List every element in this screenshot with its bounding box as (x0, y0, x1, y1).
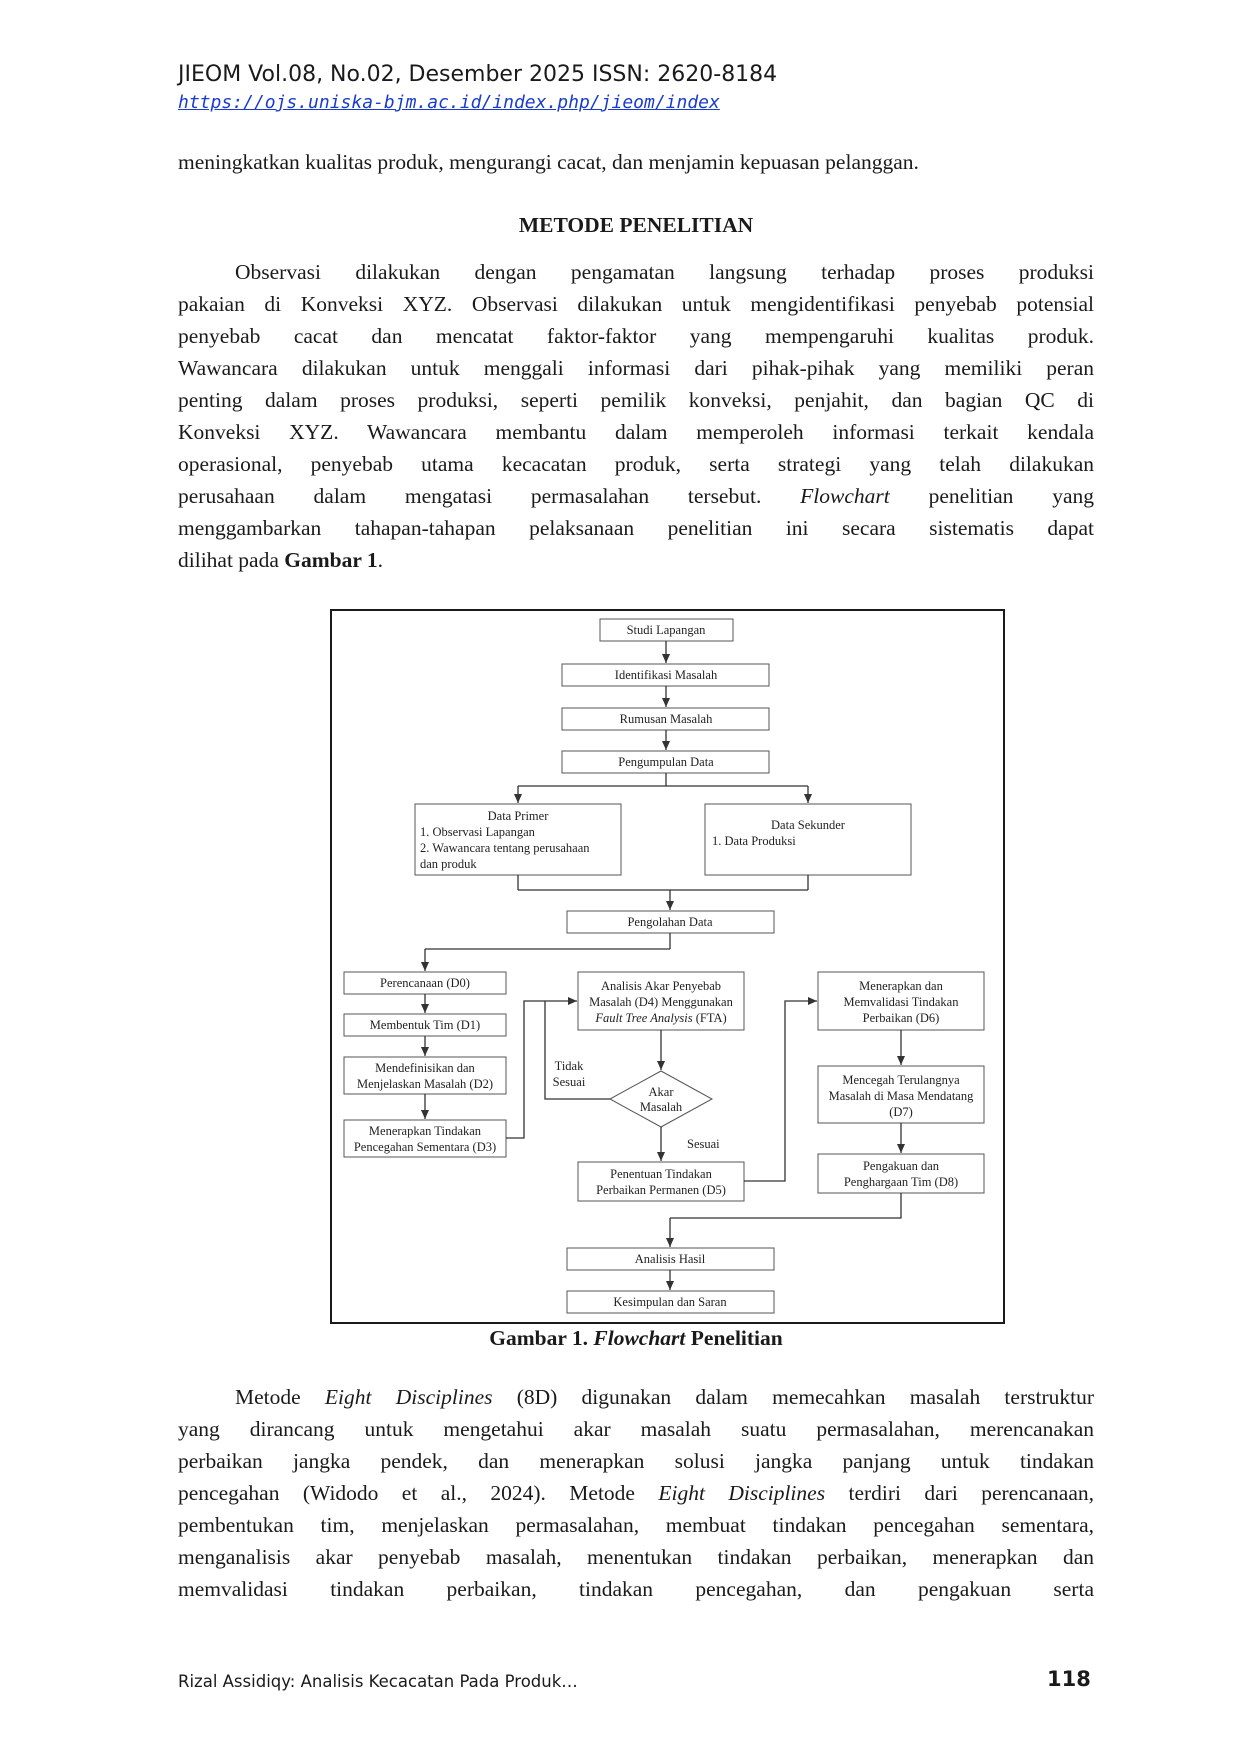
para-text: (8D) digunakan dalam memecahkan masalah … (516, 1385, 1094, 1409)
flowchart-term: Flowchart (800, 484, 890, 508)
para-line: pencegahan (Widodo et al., 2024). Metode… (178, 1477, 1094, 1509)
fc-akar: Masalah (640, 1100, 683, 1114)
d7-box (817, 1065, 985, 1124)
fc-d0: Perencanaan (D0) (380, 976, 470, 990)
fc-d8: Pengakuan dan (863, 1159, 940, 1173)
para-text: terdiri dari perencanaan, (848, 1481, 1094, 1505)
fc-d2: Mendefinisikan dan (375, 1061, 475, 1075)
fc-d4-fta-rest: (FTA) (693, 1011, 727, 1025)
fc-d1: Membentuk Tim (D1) (370, 1018, 480, 1032)
para-line: pembentukan tim, menjelaskan permasalaha… (178, 1513, 1094, 1537)
d6-box (817, 971, 985, 1031)
fc-sesuai: Sesuai (687, 1137, 720, 1151)
fc-primer-item: 2. Wawancara tentang perusahaan (420, 841, 590, 855)
section-title: METODE PENELITIAN (518, 213, 754, 237)
fc-d2: Menjelaskan Masalah (D2) (357, 1077, 493, 1091)
fc-tidak: Sesuai (553, 1075, 586, 1089)
footer-author: Rizal Assidiqy: Analisis Kecacatan Pada … (178, 1672, 578, 1691)
fc-analisis-hasil: Analisis Hasil (635, 1252, 706, 1266)
fc-rumusan: Rumusan Masalah (620, 712, 713, 726)
para-line: perusahaan dalam mengatasi permasalahan … (178, 480, 1094, 512)
para-line: penyebab cacat dan mencatat faktor-fakto… (178, 324, 1094, 348)
para-text: dilihat pada (178, 548, 279, 572)
fc-d7: (D7) (889, 1105, 913, 1119)
para-line: perbaikan jangka pendek, dan menerapkan … (178, 1449, 1094, 1473)
fc-akar: Akar (649, 1085, 675, 1099)
fc-primer-item: dan produk (420, 857, 477, 871)
figure-caption: Gambar 1. Flowchart Penelitian (178, 1326, 1094, 1351)
fc-d4-fta-italic: Fault Tree Analysis (594, 1011, 692, 1025)
intro-line: meningkatkan kualitas produk, mengurangi… (178, 150, 919, 174)
fc-d7: Masalah di Masa Mendatang (829, 1089, 975, 1103)
para-line: Konveksi XYZ. Wawancara membantu dalam m… (178, 420, 1094, 444)
para-line: menggambarkan tahapan-tahapan pelaksanaa… (178, 516, 1094, 540)
para-line: yang dirancang untuk mengetahui akar mas… (178, 1417, 1094, 1441)
para-text: perusahaan dalam mengatasi permasalahan … (178, 484, 762, 508)
para-text: . (377, 548, 384, 572)
fc-d3: Pencegahan Sementara (D3) (354, 1140, 496, 1154)
para-line: pakaian di Konveksi XYZ. Observasi dilak… (178, 292, 1094, 316)
para-italic: Eight Disciplines (324, 1385, 493, 1409)
akar-masalah-decision (608, 1070, 714, 1128)
fc-kesimpulan: Kesimpulan dan Saran (613, 1295, 727, 1309)
fc-d6: Perbaikan (D6) (863, 1011, 940, 1025)
para-text: pencegahan (Widodo et al., 2024). Metode (178, 1481, 635, 1505)
fc-d6: Memvalidasi Tindakan (844, 995, 960, 1009)
para-line: memvalidasi tindakan perbaikan, tindakan… (178, 1577, 1094, 1601)
data-primer-box (414, 803, 622, 876)
fc-sekunder-item: 1. Data Produksi (712, 834, 796, 848)
d2-box (343, 1056, 507, 1095)
page-number: 118 (1047, 1667, 1091, 1691)
para-italic: Eight Disciplines (658, 1481, 826, 1505)
journal-header: JIEOM Vol.08, No.02, Desember 2025 ISSN:… (178, 62, 778, 87)
flowchart-diagram: Studi Lapangan Identifikasi Masalah Rumu… (343, 618, 985, 1314)
fc-d7: Mencegah Terulangnya (842, 1073, 960, 1087)
fc-d4: Analisis Akar Penyebab (601, 979, 721, 993)
fc-pengumpulan: Pengumpulan Data (618, 755, 714, 769)
para-line: Wawancara dilakukan untuk menggali infor… (178, 356, 1094, 380)
d3-box (343, 1119, 507, 1158)
d5-box (577, 1161, 745, 1202)
para-text: Metode (235, 1385, 301, 1409)
caption-italic: Flowchart (593, 1326, 686, 1350)
intro-paragraph: meningkatkan kualitas produk, mengurangi… (178, 146, 1094, 178)
flowchart-figure: Studi Lapangan Identifikasi Masalah Rumu… (330, 609, 1005, 1324)
fc-d6: Menerapkan dan (859, 979, 943, 993)
fc-identifikasi: Identifikasi Masalah (615, 668, 718, 682)
journal-url-link[interactable]: https://ojs.uniska-bjm.ac.id/index.php/j… (178, 92, 720, 113)
fc-tidak: Tidak (555, 1059, 584, 1073)
figure-reference: Gambar 1 (284, 548, 378, 572)
fc-pengolahan: Pengolahan Data (627, 915, 712, 929)
caption-prefix: Gambar 1. (489, 1326, 589, 1350)
fc-d5: Perbaikan Permanen (D5) (596, 1183, 726, 1197)
para-line: Metode Eight Disciplines (8D) digunakan … (178, 1381, 1094, 1413)
fc-d8: Penghargaan Tim (D8) (844, 1175, 958, 1189)
method-paragraph: Observasi dilakukan dengan pengamatan la… (178, 256, 1094, 576)
caption-suffix: Penelitian (690, 1326, 783, 1350)
fc-d3: Menerapkan Tindakan (369, 1124, 482, 1138)
para-line: dilihat pada Gambar 1. (178, 544, 1094, 576)
fc-studi-lapangan: Studi Lapangan (627, 623, 707, 637)
fc-d4: Masalah (D4) Menggunakan (589, 995, 733, 1009)
para-line: operasional, penyebab utama kecacatan pr… (178, 452, 1094, 476)
para-line: Observasi dilakukan dengan pengamatan la… (235, 260, 1094, 284)
fc-d4: Fault Tree Analysis (FTA) (594, 1011, 726, 1025)
fc-sekunder-title: Data Sekunder (771, 818, 846, 832)
fc-primer-item: 1. Observasi Lapangan (420, 825, 536, 839)
fc-primer-title: Data Primer (488, 809, 550, 823)
fc-d5: Penentuan Tindakan (610, 1167, 712, 1181)
d8-box (817, 1153, 985, 1194)
para-text: penelitian yang (928, 484, 1094, 508)
para-line: penting dalam proses produksi, seperti p… (178, 388, 1094, 412)
d4-box (577, 971, 745, 1031)
eight-disciplines-paragraph: Metode Eight Disciplines (8D) digunakan … (178, 1381, 1094, 1605)
kesimpulan-box (566, 1290, 775, 1314)
data-sekunder-box (704, 803, 912, 876)
para-line: menganalisis akar penyebab masalah, mene… (178, 1545, 1094, 1569)
